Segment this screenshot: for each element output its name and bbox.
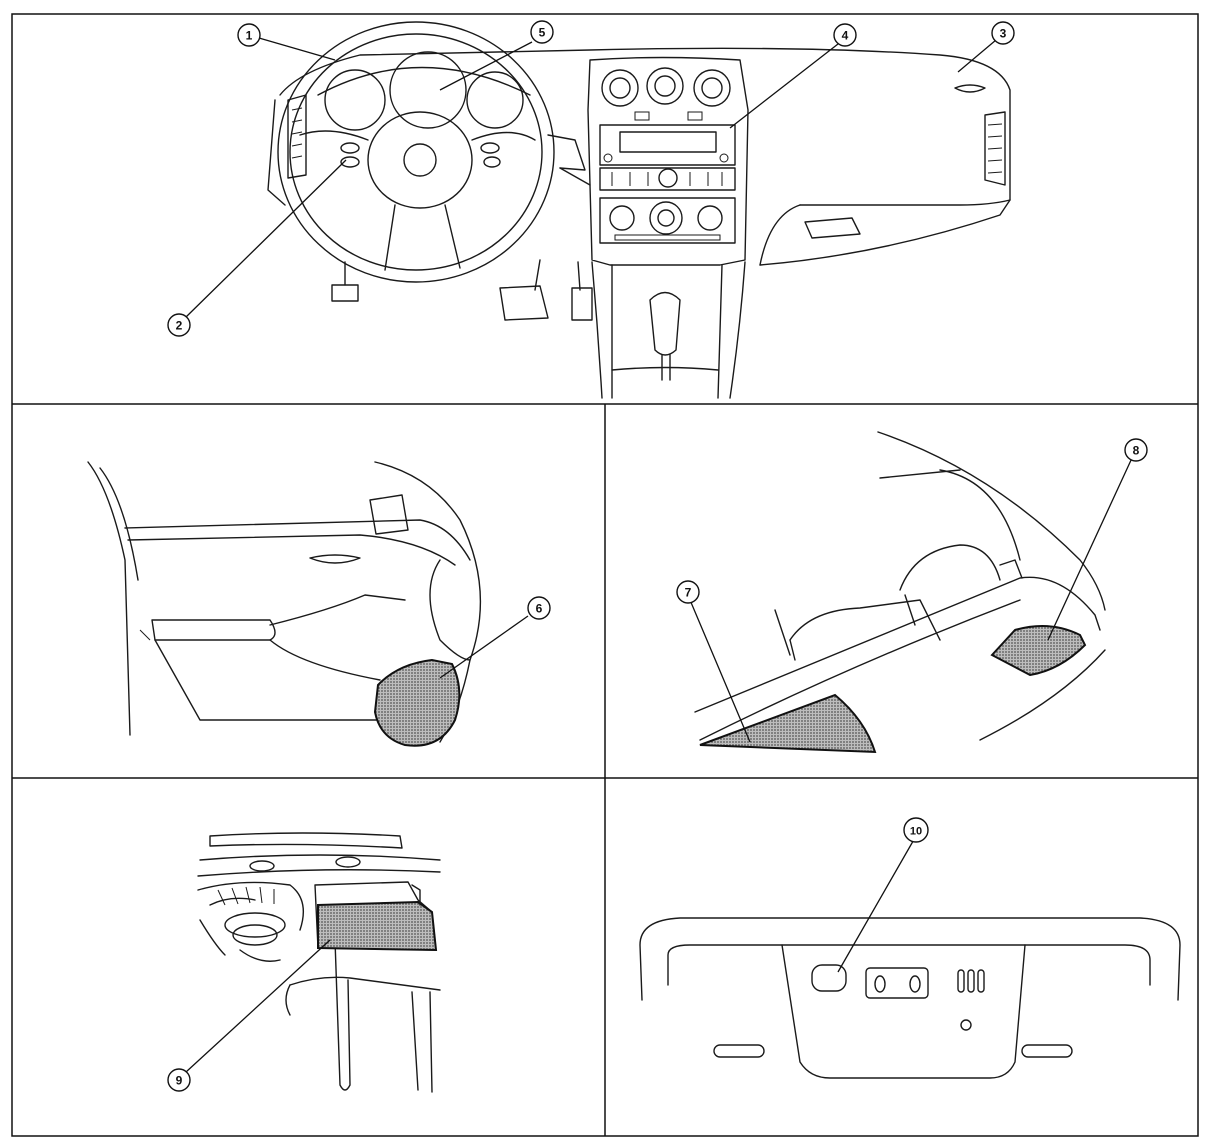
dashboard-panel — [184, 21, 1011, 399]
svg-text:6: 6 — [536, 602, 543, 616]
svg-text:2: 2 — [176, 319, 183, 333]
callout-1: 1 — [237, 23, 261, 47]
rear-shelf-panel — [689, 431, 1133, 754]
svg-text:5: 5 — [539, 26, 546, 40]
svg-text:9: 9 — [176, 1074, 183, 1088]
svg-text:8: 8 — [1133, 444, 1140, 458]
callout-6: 6 — [527, 596, 551, 620]
svg-text:3: 3 — [1000, 27, 1007, 41]
map-lamp-panel — [639, 835, 1181, 1079]
front-door-panel — [87, 461, 529, 747]
callout-3: 3 — [991, 21, 1015, 45]
callout-5: 5 — [530, 20, 554, 44]
svg-text:10: 10 — [910, 826, 922, 838]
callout-8: 8 — [1124, 438, 1148, 462]
callout-10: 10 — [903, 817, 929, 843]
svg-text:1: 1 — [246, 29, 253, 43]
svg-text:4: 4 — [842, 29, 849, 43]
callout-4: 4 — [833, 23, 857, 47]
callout-7: 7 — [676, 580, 700, 604]
panel-frames — [11, 13, 1199, 1137]
callout-9: 9 — [167, 1068, 191, 1092]
svg-text:7: 7 — [685, 586, 692, 600]
callout-2: 2 — [167, 313, 191, 337]
under-dash-panel — [185, 832, 441, 1093]
